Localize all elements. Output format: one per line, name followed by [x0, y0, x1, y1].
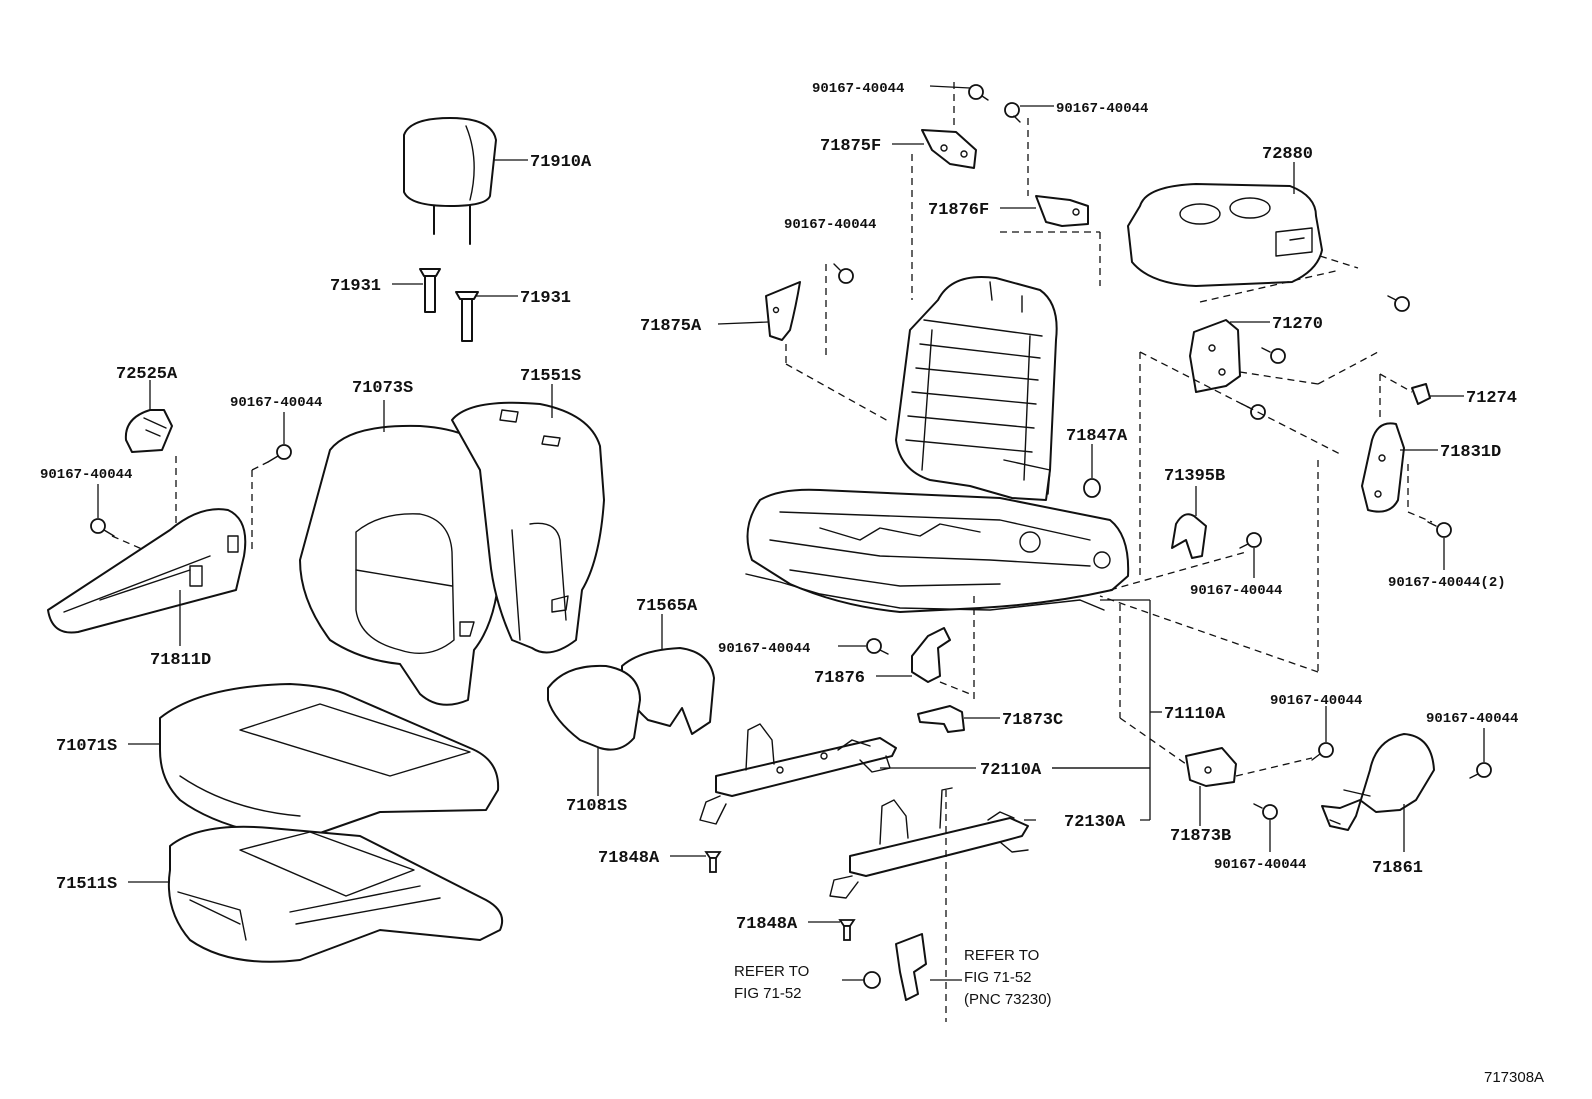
- label-71876: 71876: [814, 669, 865, 688]
- label-71910A: 71910A: [530, 153, 592, 172]
- label-71875F: 71875F: [820, 137, 881, 156]
- bracket-71875A: [765, 281, 801, 341]
- recliner-knob: [124, 409, 173, 453]
- refer-right-line1: REFER TO: [964, 947, 1039, 964]
- bracket-71876F: [1035, 195, 1089, 227]
- bolt-icon: [833, 263, 854, 284]
- label-71931-right: 71931: [520, 289, 571, 308]
- headrest-guide-right: [455, 291, 479, 342]
- label-71110A: 71110A: [1164, 705, 1226, 724]
- bolt-icon: [1253, 803, 1278, 820]
- label-71811D: 71811D: [150, 651, 211, 670]
- label-71847A: 71847A: [1066, 427, 1128, 446]
- label-71565A: 71565A: [636, 597, 698, 616]
- label-71848A-lower: 71848A: [736, 915, 798, 934]
- bolt-icon: [1427, 521, 1452, 538]
- bolt-icon: [90, 518, 115, 537]
- bolt-icon: [1387, 295, 1410, 312]
- hinge-cover: [1361, 422, 1405, 513]
- label-72525A: 72525A: [116, 365, 178, 384]
- label-71395B: 71395B: [1164, 467, 1225, 486]
- clip-71395B: [1171, 513, 1207, 559]
- label-72130A: 72130A: [1064, 813, 1126, 832]
- seat-cushion-pad: [167, 825, 504, 963]
- seat-track-72130A: [829, 787, 1029, 899]
- bolt-icon: [1239, 532, 1262, 549]
- label-72880: 72880: [1262, 145, 1313, 164]
- label-bolt-71395B: 90167-40044: [1190, 583, 1282, 599]
- bracket-71875F: [921, 129, 977, 169]
- bolt-icon: [1241, 403, 1266, 420]
- bolt-icon: [866, 638, 889, 655]
- label-bolt-71873B-top: 90167-40044: [1270, 693, 1362, 709]
- label-bolt-71831D: 90167-40044(2): [1388, 575, 1506, 591]
- label-71511S: 71511S: [56, 875, 117, 894]
- bracket-71270: [1189, 319, 1241, 393]
- label-71876F: 71876F: [928, 201, 989, 220]
- label-bolt-72525A: 90167-40044: [40, 467, 132, 483]
- figure-id: 717308A: [1484, 1069, 1544, 1086]
- bolt-icon: [968, 84, 989, 101]
- label-71873B: 71873B: [1170, 827, 1231, 846]
- headrest: [403, 117, 497, 245]
- label-71081S: 71081S: [566, 797, 627, 816]
- seat-frame: [745, 276, 1130, 613]
- label-72110A-text: 72110A: [980, 761, 1042, 780]
- label-bolt-top-right: 90167-40044: [1056, 101, 1148, 117]
- side-shield: [47, 508, 247, 634]
- refer-left-line1: REFER TO: [734, 963, 809, 980]
- bolt-icon: [1261, 347, 1286, 364]
- bracket-71876: [911, 627, 951, 683]
- label-bolt-71811D: 90167-40044: [230, 395, 322, 411]
- label-71875A: 71875A: [640, 317, 702, 336]
- seat-belt-buckle: [895, 933, 927, 1001]
- label-71551S: 71551S: [520, 367, 581, 386]
- label-71274: 71274: [1466, 389, 1517, 408]
- refer-left-line2: FIG 71-52: [734, 985, 802, 1002]
- cover-71873B: [1185, 747, 1237, 787]
- cover-71873C: [917, 705, 965, 733]
- bolt-icon: [267, 444, 292, 463]
- bolt-icon: [838, 919, 856, 941]
- label-bolt-top-left: 90167-40044: [812, 81, 904, 97]
- cap-71274: [1411, 383, 1431, 405]
- label-71861: 71861: [1372, 859, 1423, 878]
- label-71073S: 71073S: [352, 379, 413, 398]
- headrest-guide-left: [419, 268, 441, 313]
- label-71931-left: 71931: [330, 277, 381, 296]
- seatback-cover: [299, 424, 501, 706]
- seatback-pad: [451, 401, 605, 654]
- label-71831D: 71831D: [1440, 443, 1501, 462]
- label-71071S: 71071S: [56, 737, 117, 756]
- recliner-cover-71861: [1321, 733, 1435, 831]
- bolt-icon: [863, 971, 881, 989]
- refer-right-line3: (PNC 73230): [964, 991, 1052, 1008]
- seat-track-72110A: [699, 723, 897, 825]
- armrest-console: [1127, 183, 1323, 287]
- nut-71847A: [1083, 478, 1101, 498]
- label-bolt-71873B-bottom: 90167-40044: [1214, 857, 1306, 873]
- bolt-icon: [1311, 742, 1334, 761]
- label-bolt-71875A: 90167-40044: [784, 217, 876, 233]
- label-bolt-71876: 90167-40044: [718, 641, 810, 657]
- label-71848A-upper: 71848A: [598, 849, 660, 868]
- seat-cushion-cover: [159, 683, 500, 841]
- label-71270: 71270: [1272, 315, 1323, 334]
- label-71873C: 71873C: [1002, 711, 1063, 730]
- label-bolt-71861: 90167-40044: [1426, 711, 1518, 727]
- lumbar-pad: [547, 664, 641, 751]
- refer-right-line2: FIG 71-52: [964, 969, 1032, 986]
- bolt-icon: [1004, 102, 1021, 123]
- bolt-icon: [1469, 762, 1492, 779]
- bolt-icon: [704, 851, 722, 873]
